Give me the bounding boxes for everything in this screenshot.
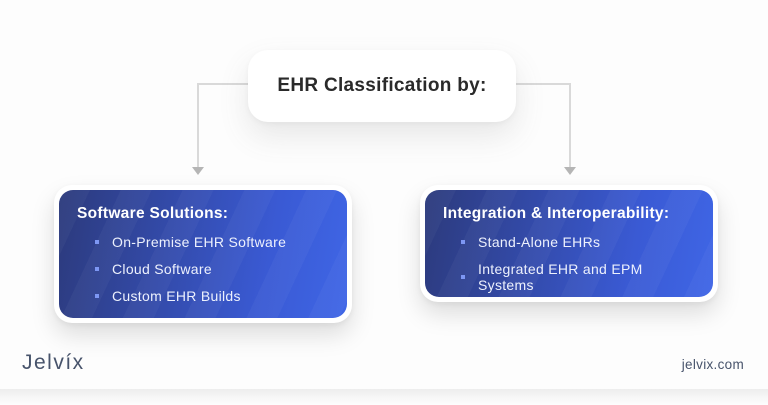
bullet-square-icon xyxy=(461,275,465,279)
card-integration-interoperability: Integration & Interoperability: Stand-Al… xyxy=(420,185,718,302)
connector-right-horizontal xyxy=(516,83,570,85)
arrow-down-left-icon xyxy=(192,167,204,175)
card-item-list: Stand-Alone EHRs Integrated EHR and EPM … xyxy=(443,234,695,293)
card-integration-interoperability-body: Integration & Interoperability: Stand-Al… xyxy=(425,190,713,297)
list-item-label: On-Premise EHR Software xyxy=(112,234,287,250)
list-item: On-Premise EHR Software xyxy=(95,234,329,250)
list-item-label: Custom EHR Builds xyxy=(112,288,241,304)
card-title: Software Solutions: xyxy=(77,205,229,222)
list-item-label: Stand-Alone EHRs xyxy=(478,234,601,250)
bullet-square-icon xyxy=(95,294,99,298)
list-item: Integrated EHR and EPM Systems xyxy=(461,261,695,293)
jelvix-logo: Jelvíx xyxy=(22,351,85,374)
card-item-list: On-Premise EHR Software Cloud Software C… xyxy=(77,234,329,304)
card-software-solutions-body: Software Solutions: On-Premise EHR Softw… xyxy=(59,190,347,318)
bullet-square-icon xyxy=(95,240,99,244)
list-item-label: Integrated EHR and EPM Systems xyxy=(478,261,643,293)
bottom-edge-shading xyxy=(0,389,768,405)
title-card-label: EHR Classification by: xyxy=(277,75,487,96)
list-item: Custom EHR Builds xyxy=(95,288,329,304)
list-item-label: Cloud Software xyxy=(112,261,212,277)
arrow-down-right-icon xyxy=(564,167,576,175)
connector-left-vertical xyxy=(197,83,199,167)
title-card: EHR Classification by: xyxy=(248,50,516,122)
connector-right-vertical xyxy=(569,83,571,167)
card-title: Integration & Interoperability: xyxy=(443,205,670,222)
list-item: Cloud Software xyxy=(95,261,329,277)
list-item: Stand-Alone EHRs xyxy=(461,234,695,250)
connector-left-horizontal xyxy=(198,83,248,85)
website-url: jelvix.com xyxy=(681,357,744,372)
bullet-square-icon xyxy=(461,240,465,244)
card-software-solutions: Software Solutions: On-Premise EHR Softw… xyxy=(54,185,352,323)
bullet-square-icon xyxy=(95,267,99,271)
